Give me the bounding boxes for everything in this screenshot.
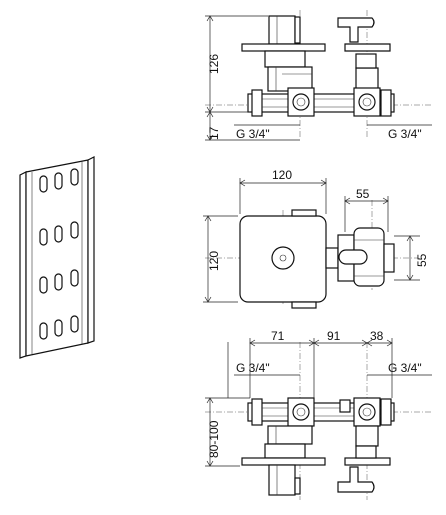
plan-view: 71 91 38 G 3/4" G 3/4" 80-100 bbox=[205, 329, 432, 500]
side-view: 126 17 G 3/4" G 3/4" bbox=[205, 10, 432, 141]
mounting-bracket bbox=[19, 156, 95, 359]
spacing-91-label: 91 bbox=[327, 329, 341, 343]
plate-width-label: 120 bbox=[272, 168, 292, 182]
front-view: 120 120 55 55 bbox=[203, 168, 429, 309]
depth-range-label: 80-100 bbox=[207, 420, 221, 458]
bracket-slots bbox=[39, 168, 79, 340]
plate-height-label: 120 bbox=[207, 251, 221, 271]
spacing-71-label: 71 bbox=[271, 329, 285, 343]
diverter-height-label: 55 bbox=[415, 253, 429, 267]
diverter-width-label: 55 bbox=[356, 187, 370, 201]
spacing-38-label: 38 bbox=[370, 329, 384, 343]
thread-left-bottom-label: G 3/4" bbox=[236, 361, 270, 375]
height-17-label: 17 bbox=[207, 126, 221, 140]
height-126-label: 126 bbox=[207, 54, 221, 74]
thread-left-label: G 3/4" bbox=[236, 127, 270, 141]
thread-right-bottom-label: G 3/4" bbox=[388, 361, 422, 375]
thread-right-label: G 3/4" bbox=[388, 127, 422, 141]
